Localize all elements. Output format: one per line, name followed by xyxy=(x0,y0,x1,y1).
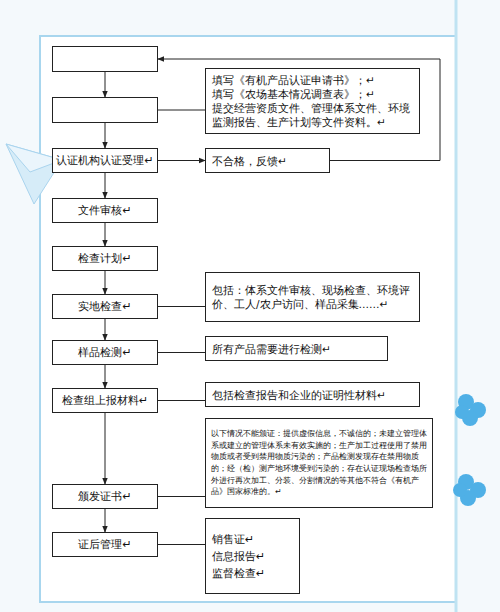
flow-arrow xyxy=(158,352,205,353)
flow-arrow xyxy=(105,173,106,198)
node-text: 实地检查↵ xyxy=(78,300,131,313)
flower-decoration xyxy=(453,394,486,506)
node-text: 包括：体系文件审核、现场检查、环境评价、工人/农户访问、样品采集……↵ xyxy=(212,283,413,311)
process-step: 实地检查↵ xyxy=(52,294,158,319)
node-text: 以下情况不能颁证：提供虚假信息，不诚信的；未建立管理体系或建立的管理体系未有效实… xyxy=(211,428,427,498)
node-text: 文件审核↵ xyxy=(78,204,131,217)
note-box: 填写《有机产品认证申请书》；↵填写《农场基本情况调查表》；↵提交经营资质文件、管… xyxy=(205,68,420,134)
node-text: 提交经营资质文件、管理体系文件、环境监测报告、生产计划等文件资料。↵ xyxy=(212,101,413,129)
node-text: 样品检测↵ xyxy=(78,346,131,359)
process-step: 文件审核↵ xyxy=(52,198,158,223)
node-text: 认证机构认证受理↵ xyxy=(56,154,153,167)
process-step: 证后管理↵ xyxy=(52,532,158,557)
note-box: 包括检查报告和企业的证明性材料↵ xyxy=(205,382,420,407)
card-frame xyxy=(40,36,456,602)
note-box: 所有产品需要进行检测↵ xyxy=(205,336,388,361)
node-text: 填写《农场基本情况调查表》；↵ xyxy=(212,87,375,101)
process-step: 认证机构认证受理↵ xyxy=(52,148,158,173)
node-text: 颁发证书↵ xyxy=(78,490,131,503)
petal xyxy=(455,405,469,419)
flow-arrow xyxy=(158,306,205,307)
node-text: 销售证↵ xyxy=(212,531,254,548)
node-text: 监督检查↵ xyxy=(212,565,265,582)
flow-arrow xyxy=(105,509,106,532)
process-step: 检查计划↵ xyxy=(52,246,158,271)
flow-arrow xyxy=(105,319,106,340)
flow-arrow xyxy=(158,496,205,497)
flow-arrow xyxy=(105,365,106,388)
flow-arrow xyxy=(105,271,106,294)
node-text: 信息报告↵ xyxy=(212,548,265,565)
flow-arrow xyxy=(105,413,106,484)
node-text: 检查组上报材料↵ xyxy=(62,394,148,407)
apply-box xyxy=(52,97,158,123)
node-text: 证后管理↵ xyxy=(78,538,131,551)
frame-line xyxy=(455,0,458,612)
flow-arrow xyxy=(105,123,106,148)
flow-arrow xyxy=(158,110,205,111)
node-text: 包括检查报告和企业的证明性材料↵ xyxy=(212,388,386,402)
flow-arrow xyxy=(158,400,205,401)
condition-box: 以下情况不能颁证：提供虚假信息，不诚信的；未建立管理体系或建立的管理体系未有效实… xyxy=(205,418,433,508)
note-box: 包括：体系文件审核、现场检查、环境评价、工人/农户访问、样品采集……↵ xyxy=(205,272,420,322)
flow-arrow xyxy=(158,59,440,161)
flow-arrow xyxy=(158,160,205,161)
flow-arrow xyxy=(158,544,205,545)
note-box: 销售证↵信息报告↵监督检查↵ xyxy=(205,518,300,594)
flow-arrow xyxy=(105,223,106,246)
flow-arrow xyxy=(105,72,106,97)
start-box xyxy=(52,46,158,72)
process-step: 颁发证书↵ xyxy=(52,484,158,509)
node-text: 所有产品需要进行检测↵ xyxy=(212,342,331,356)
petal xyxy=(453,483,467,497)
process-step: 样品检测↵ xyxy=(52,340,158,365)
node-text: 检查计划↵ xyxy=(78,252,131,265)
process-step: 检查组上报材料↵ xyxy=(52,388,158,413)
reject-box: 不合格，反馈↵ xyxy=(205,148,330,173)
node-text: 填写《有机产品认证申请书》；↵ xyxy=(212,73,375,87)
node-text: 不合格，反馈↵ xyxy=(212,154,287,168)
